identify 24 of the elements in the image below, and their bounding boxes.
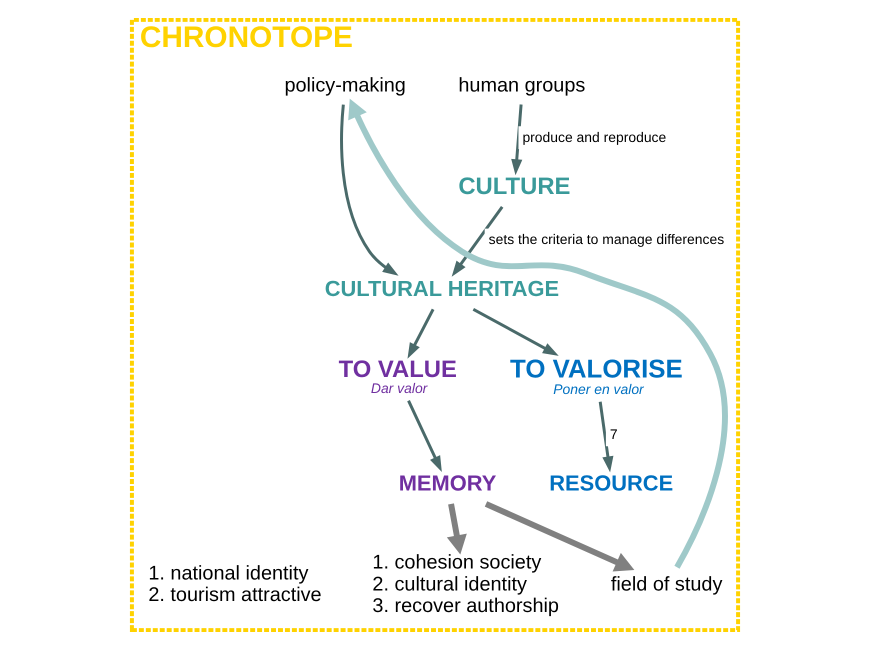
node-text: CULTURE [458,173,570,200]
arrow [340,104,398,276]
node-text: human groups [458,74,585,96]
node-text: RESOURCE [548,470,673,496]
arrow [406,400,442,472]
edge-label: produce and reproduce [522,128,666,145]
node-text: TO VALUE Dar valor [338,356,456,396]
edge-label: 7 [609,426,618,442]
arrow [510,104,522,176]
arrow [598,402,613,472]
node-text: CULTURAL HERITAGE [324,276,559,301]
node-text: 1. national identity 2. tourism attractive [148,562,322,606]
arrow [348,98,728,569]
node-text: field of study [610,573,722,596]
arrow [472,308,558,356]
node-text: MEMORY [398,470,496,496]
node-text: TO VALORISE Poner en valor [510,355,682,397]
edge-label: sets the criteria to manage differences [488,231,724,248]
arrow [451,206,503,277]
arrow [406,308,434,359]
arrow [446,503,466,555]
node-text: 1. cohesion society 2. cultural identity 3. recover authorship [372,551,558,618]
arrow [484,501,634,572]
node-text: policy-making [284,74,406,96]
